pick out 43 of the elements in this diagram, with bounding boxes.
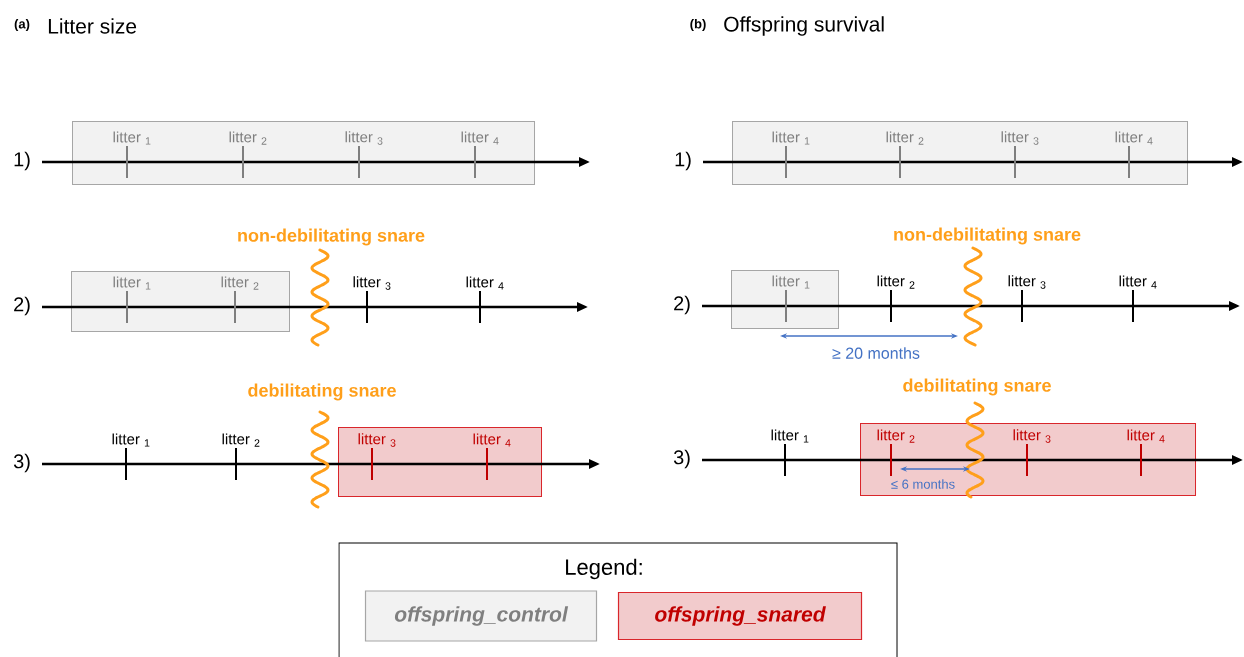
dimension-label: ≤ 6 months bbox=[891, 479, 955, 489]
snare-label: non-debilitating snare bbox=[238, 228, 425, 246]
row-number: 3) bbox=[673, 449, 690, 469]
litter-label: litter $_{1}$ bbox=[112, 433, 150, 447]
litter-label: litter $_{4}$ bbox=[466, 276, 504, 290]
litter-label: litter $_{4}$ bbox=[1127, 429, 1165, 443]
snare-label: non-debilitating snare bbox=[894, 227, 1081, 245]
litter-label: litter $_{2}$ bbox=[877, 429, 915, 443]
panel-letter: (b) bbox=[690, 18, 706, 32]
row-number: 2) bbox=[674, 295, 690, 315]
litter-label: litter $_{1}$ bbox=[772, 131, 810, 145]
panel-title: Litter size bbox=[48, 18, 137, 34]
litter-label: litter $_{4}$ bbox=[473, 433, 511, 447]
row-number: 1) bbox=[675, 151, 691, 171]
dimension-label: ≥ 20 months bbox=[832, 347, 920, 359]
row-number: 1) bbox=[14, 151, 30, 171]
panel-title: Offspring survival bbox=[724, 16, 884, 36]
litter-label: litter $_{1}$ bbox=[113, 276, 151, 290]
row-number: 2) bbox=[14, 296, 30, 316]
litter-label: litter $_{2}$ bbox=[877, 275, 915, 289]
legend-title: Legend: bbox=[566, 558, 642, 580]
litter-label: litter $_{1}$ bbox=[113, 131, 151, 145]
litter-label: litter $_{4}$ bbox=[1115, 131, 1153, 145]
litter-label: litter $_{3}$ bbox=[1013, 429, 1051, 443]
litter-label: litter $_{2}$ bbox=[221, 276, 259, 290]
row-number: 3) bbox=[13, 453, 30, 473]
snare-label: debilitating snare bbox=[248, 383, 396, 401]
litter-label: litter $_{3}$ bbox=[358, 433, 396, 447]
legend-item: offspring_snared bbox=[617, 591, 863, 641]
panel-letter: (a) bbox=[14, 18, 30, 32]
litter-label: litter $_{2}$ bbox=[229, 131, 267, 145]
litter-label: litter $_{1}$ bbox=[772, 275, 810, 289]
litter-label: litter $_{3}$ bbox=[345, 131, 383, 145]
litter-label: litter $_{3}$ bbox=[353, 276, 391, 290]
snare-label: debilitating snare bbox=[903, 378, 1051, 396]
litter-label: litter $_{4}$ bbox=[1119, 275, 1157, 289]
litter-label: litter $_{3}$ bbox=[1001, 131, 1039, 145]
litter-label: litter $_{3}$ bbox=[1008, 275, 1046, 289]
litter-label: litter $_{1}$ bbox=[771, 429, 809, 443]
legend-item: offspring_control bbox=[364, 590, 598, 642]
litter-label: litter $_{2}$ bbox=[886, 131, 924, 145]
litter-label: litter $_{2}$ bbox=[222, 433, 260, 447]
litter-label: litter $_{4}$ bbox=[461, 131, 499, 145]
